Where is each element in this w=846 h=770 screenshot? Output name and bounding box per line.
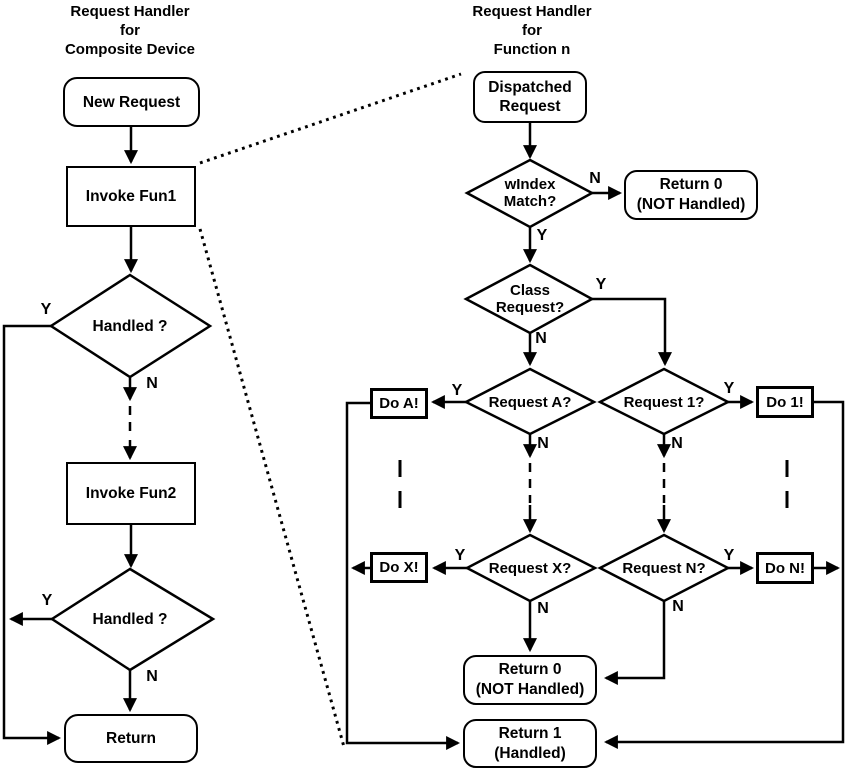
node-do-a: Do A! xyxy=(370,388,428,419)
line-do1-don-to-return1 xyxy=(603,400,845,749)
label-requestx-no: N xyxy=(537,600,549,617)
label-class-request: Class Request? xyxy=(495,282,565,316)
label-requestx-yes: Y xyxy=(454,547,466,564)
label-windex-match: wIndex Match? xyxy=(503,176,557,210)
dotted-zoom-line-bottom xyxy=(198,228,346,748)
node-do-n: Do N! xyxy=(756,552,814,584)
line-handled1-yes-to-return xyxy=(2,324,62,745)
label-handled2-yes: Y xyxy=(41,592,53,609)
left-chart-title: Request Handler for Composite Device xyxy=(64,3,196,58)
label-request1-yes: Y xyxy=(723,380,735,397)
node-return-1: Return 1 (Handled) xyxy=(463,719,597,768)
label-requestn-no: N xyxy=(672,598,684,615)
label-requesta-no: N xyxy=(537,435,549,452)
dotted-zoom-line-top xyxy=(199,72,462,165)
node-return-0-bottom: Return 0 (NOT Handled) xyxy=(463,655,597,705)
node-dispatched-request: Dispatched Request xyxy=(473,71,587,123)
label-request-1: Request 1? xyxy=(623,393,705,411)
label-handled-2: Handled ? xyxy=(92,610,168,628)
node-return-0-top: Return 0 (NOT Handled) xyxy=(624,170,758,220)
label-request-n: Request N? xyxy=(622,559,706,577)
label-request-x: Request X? xyxy=(488,559,572,577)
label-request-a: Request A? xyxy=(488,393,572,411)
label-requestn-yes: Y xyxy=(723,547,735,564)
node-do-x: Do X! xyxy=(370,552,428,583)
label-handled1-no: N xyxy=(146,375,158,392)
label-class-yes: Y xyxy=(595,276,607,293)
label-windex-no: N xyxy=(589,170,601,187)
node-do-1: Do 1! xyxy=(756,386,814,418)
label-handled-1: Handled ? xyxy=(92,317,168,335)
node-invoke-fun2: Invoke Fun2 xyxy=(66,462,196,525)
label-request1-no: N xyxy=(671,435,683,452)
label-class-no: N xyxy=(535,330,547,347)
node-invoke-fun1: Invoke Fun1 xyxy=(66,166,196,227)
label-handled2-no: N xyxy=(146,668,158,685)
line-requestn-no-to-return0 xyxy=(603,601,666,685)
label-handled1-yes: Y xyxy=(40,301,52,318)
label-windex-yes: Y xyxy=(536,227,548,244)
node-new-request: New Request xyxy=(63,77,200,127)
node-return: Return xyxy=(64,714,198,763)
line-doa-dox-to-return1 xyxy=(345,401,461,750)
label-requesta-yes: Y xyxy=(451,382,463,399)
right-chart-title: Request Handler for Function n xyxy=(472,3,592,58)
line-class-yes-to-request1 xyxy=(592,297,672,367)
